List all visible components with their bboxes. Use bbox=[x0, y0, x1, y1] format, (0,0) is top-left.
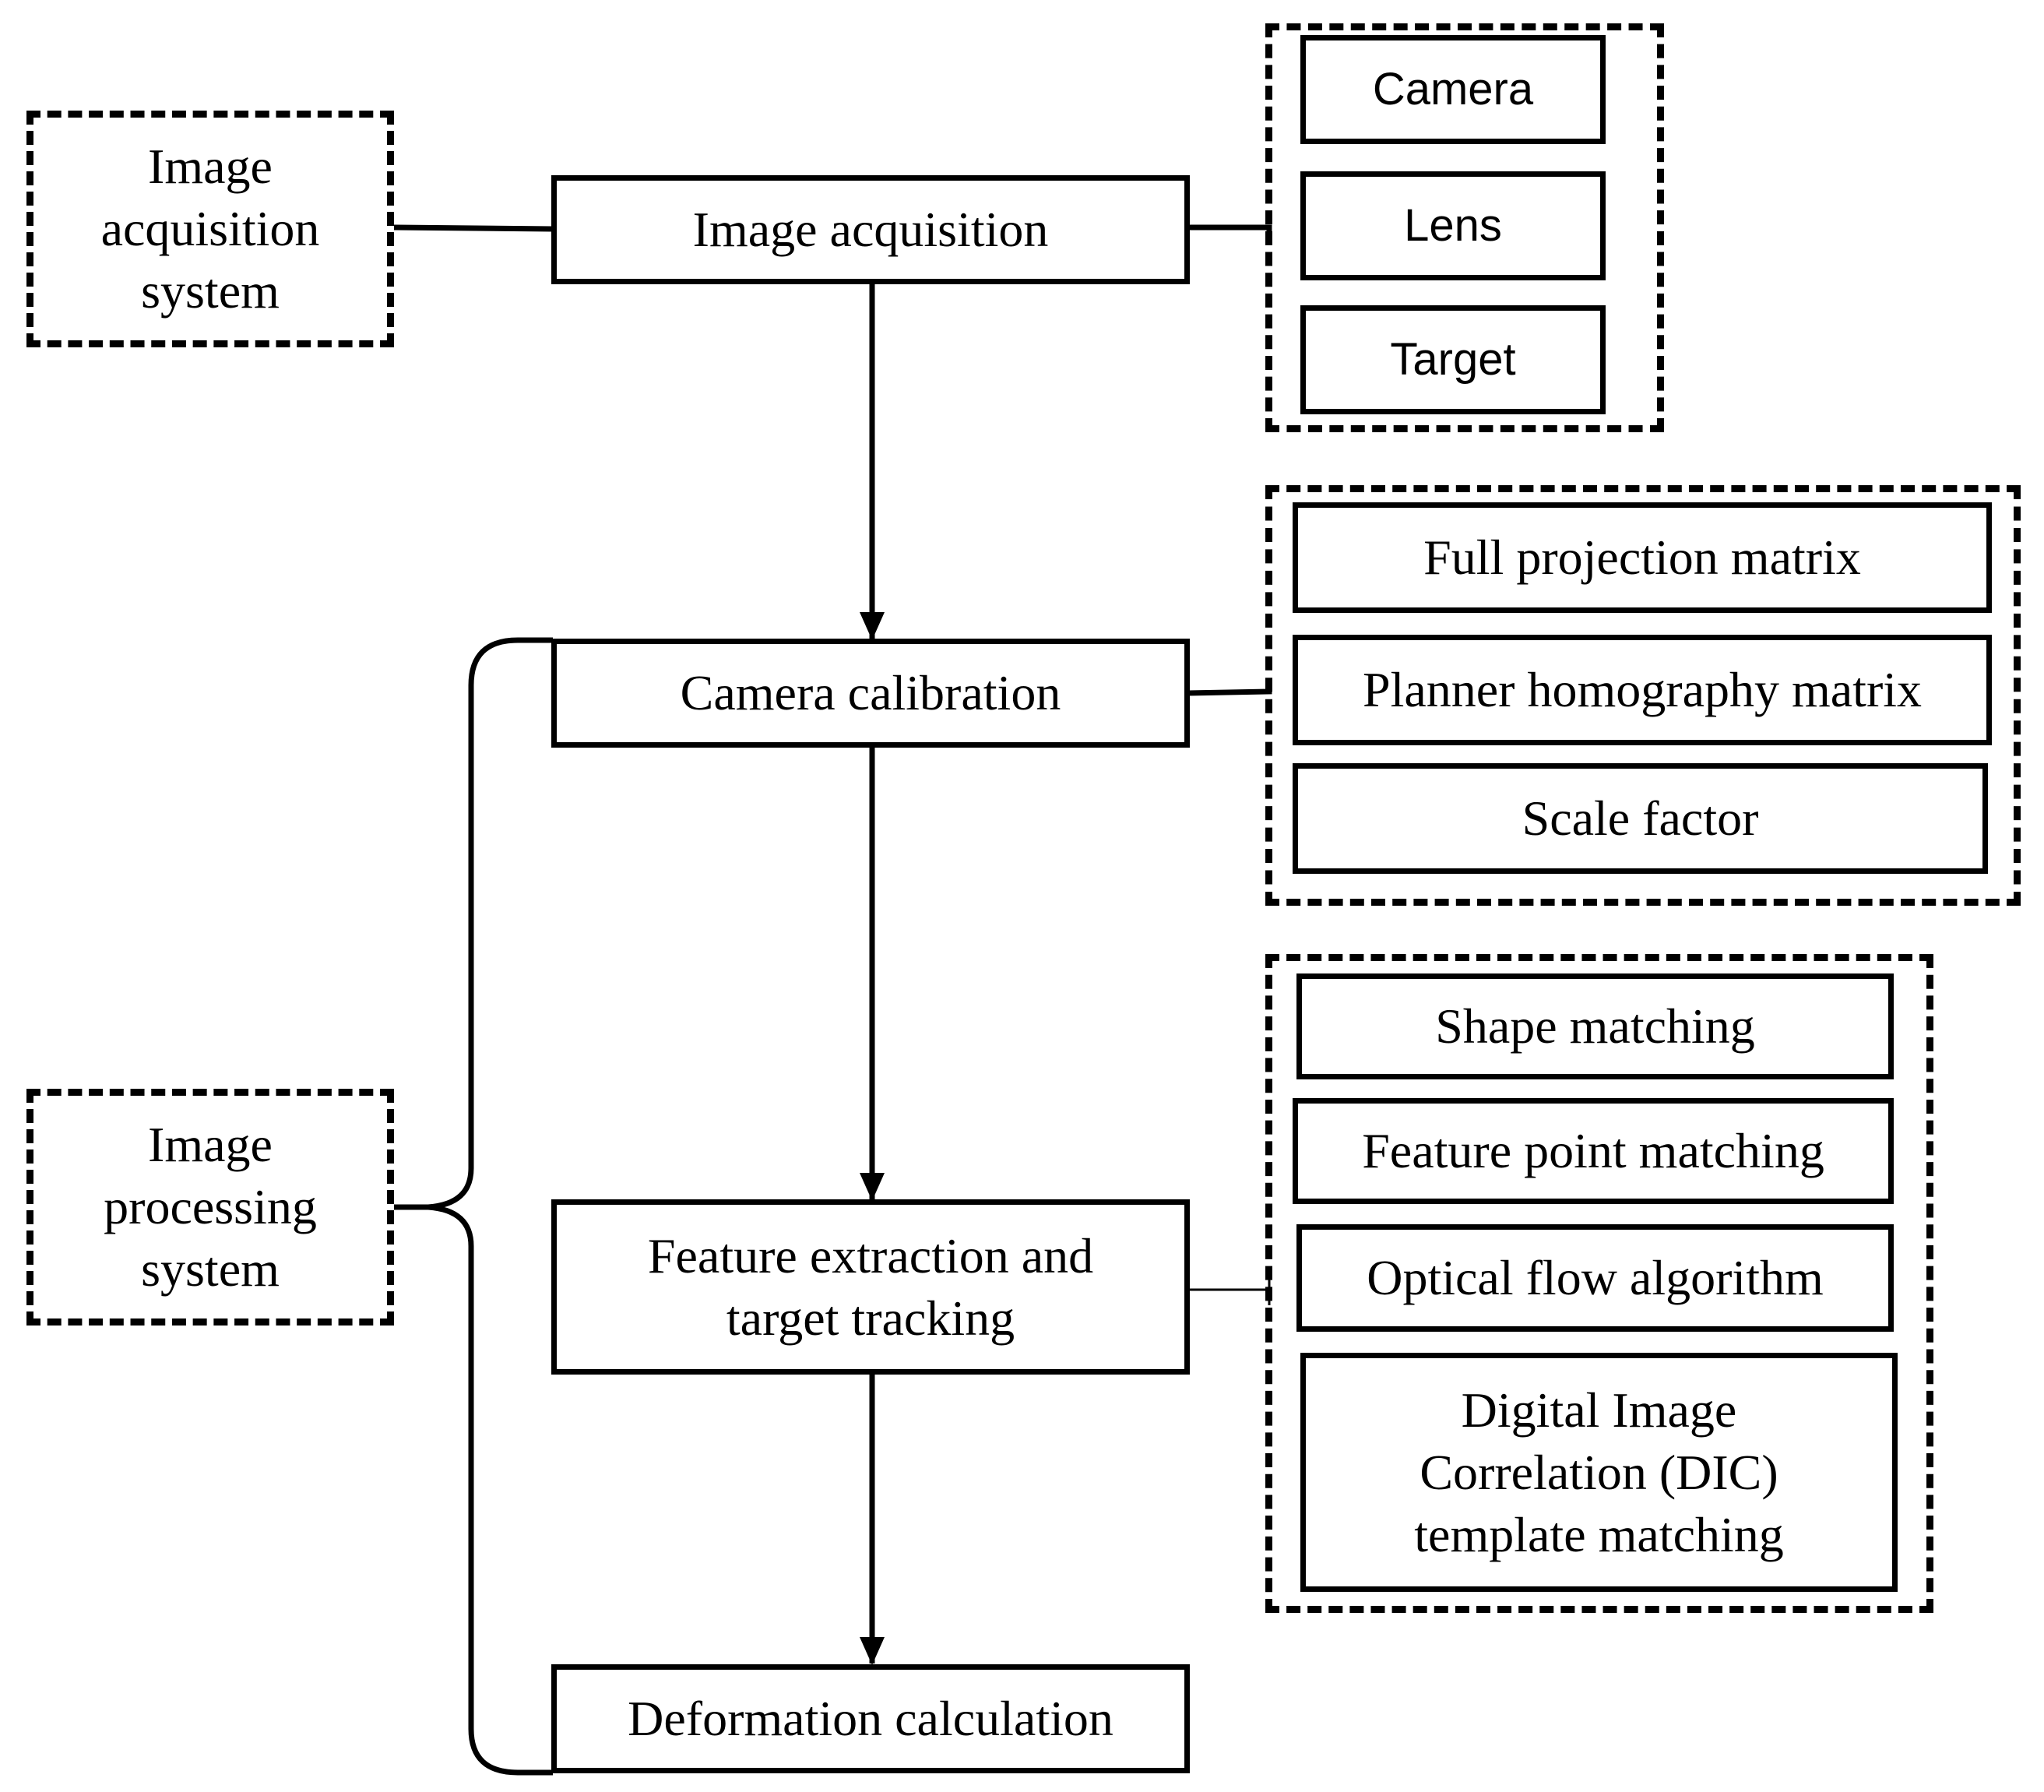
acquisition-system-group: Image acquisition system bbox=[26, 111, 394, 347]
processing-brace bbox=[393, 637, 553, 1776]
step-deformation-calculation: Deformation calculation bbox=[551, 1664, 1190, 1773]
connector-tracking-methods bbox=[1187, 1276, 1271, 1305]
calibration-methods-group bbox=[1265, 485, 2021, 906]
hardware-camera: Camera bbox=[1300, 35, 1606, 144]
hardware-target: Target bbox=[1300, 305, 1606, 414]
tracking-feature-point: Feature point matching bbox=[1293, 1098, 1894, 1204]
hardware-lens: Lens bbox=[1300, 171, 1606, 280]
connector-acq-system bbox=[392, 224, 554, 232]
tracking-optical-flow: Optical flow algorithm bbox=[1296, 1224, 1894, 1332]
connector-acq-hardware bbox=[1187, 224, 1272, 238]
tracking-dic-template: Digital Image Correlation (DIC) template… bbox=[1300, 1353, 1898, 1592]
processing-system-group: Image processing system bbox=[26, 1089, 394, 1326]
tracking-methods-group bbox=[1265, 954, 1933, 1613]
step-image-acquisition: Image acquisition bbox=[551, 175, 1190, 284]
step-camera-calibration: Camera calibration bbox=[551, 639, 1190, 748]
hardware-group bbox=[1265, 23, 1664, 432]
calibration-scale-factor: Scale factor bbox=[1293, 763, 1988, 874]
tracking-shape-matching: Shape matching bbox=[1296, 973, 1894, 1079]
calibration-homography: Planner homography matrix bbox=[1293, 635, 1992, 745]
calibration-full-projection: Full projection matrix bbox=[1293, 502, 1992, 613]
step-feature-extraction: Feature extraction and target tracking bbox=[551, 1199, 1190, 1375]
connector-calib-methods bbox=[1187, 681, 1272, 696]
